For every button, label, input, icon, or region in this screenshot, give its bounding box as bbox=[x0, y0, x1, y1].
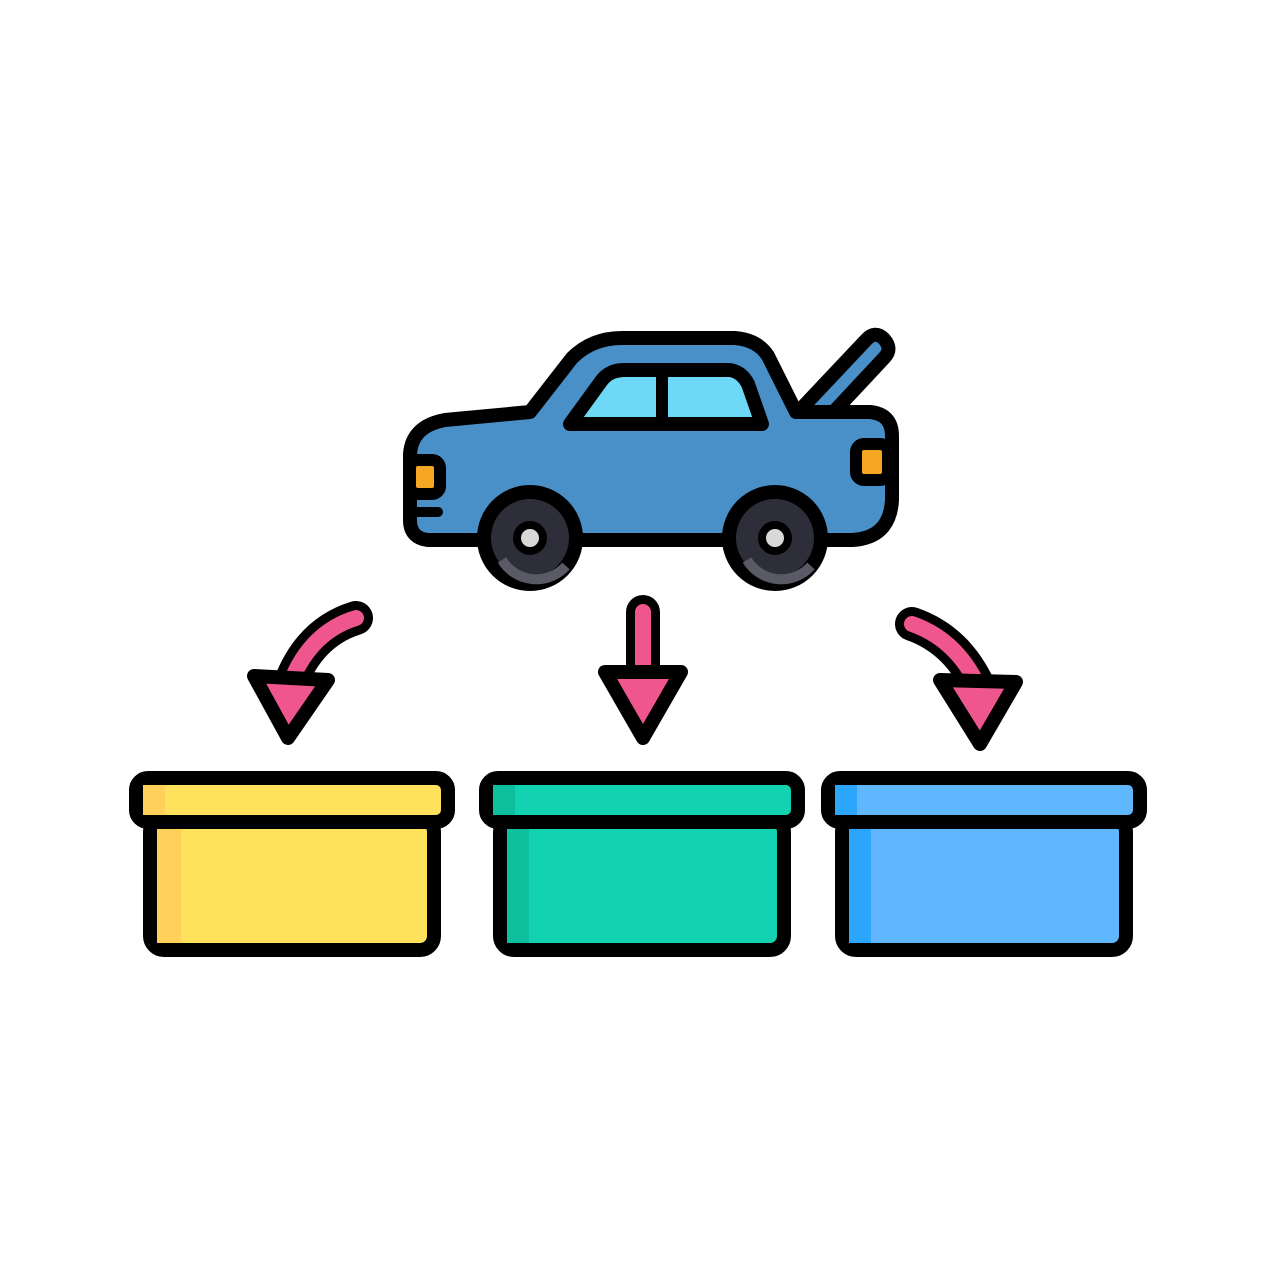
open-trunk-lid bbox=[793, 327, 896, 425]
front-wheel bbox=[477, 485, 583, 591]
rear-light bbox=[850, 438, 894, 486]
curved-arrow-down-left-icon bbox=[247, 601, 373, 745]
car-with-open-trunk-icon bbox=[403, 327, 899, 591]
green-box-icon bbox=[479, 771, 805, 957]
front-light bbox=[404, 454, 446, 500]
rear-wheel bbox=[722, 485, 828, 591]
arrow-down-icon bbox=[598, 595, 688, 745]
blue-box-icon bbox=[821, 771, 1147, 957]
yellow-box-icon bbox=[129, 771, 455, 957]
curved-arrow-down-right-icon bbox=[895, 607, 1023, 751]
